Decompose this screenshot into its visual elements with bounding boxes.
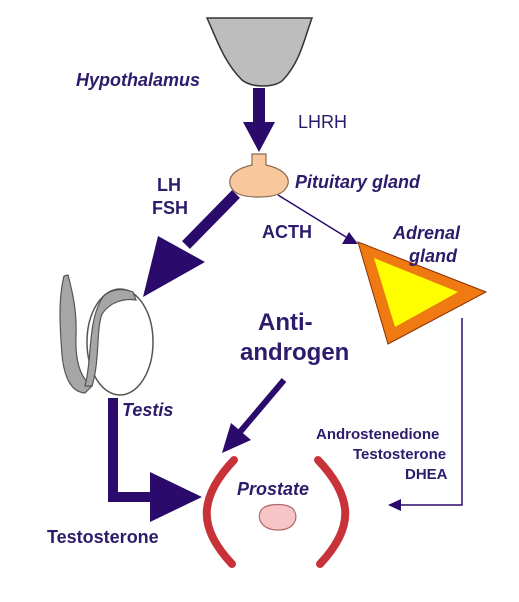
fsh-label: FSH <box>152 198 188 218</box>
androstenedione-label: Androstenedione <box>316 426 440 443</box>
adrenal-label-line1: Adrenal <box>393 223 461 243</box>
hypothalamus-shape <box>205 17 314 87</box>
prostate-core <box>258 503 297 531</box>
anti-androgen-arrow <box>222 378 287 453</box>
dhea-label: DHEA <box>405 466 448 483</box>
lh-fsh-arrow <box>143 190 240 297</box>
hypothalamus-label: Hypothalamus <box>76 70 201 90</box>
lhrh-label: LHRH <box>298 112 348 132</box>
adrenal-gland-shape <box>357 241 488 345</box>
prostate-left-bracket <box>202 456 238 568</box>
adrenal-hormones-arrow <box>388 318 463 511</box>
adrenal-testosterone-label: Testosterone <box>353 446 447 463</box>
anti-androgen-label-line2: androgen <box>240 339 350 366</box>
acth-label: ACTH <box>262 222 312 242</box>
prostate-right-bracket <box>314 456 350 568</box>
testis-label: Testis <box>122 400 174 420</box>
anti-androgen-label-line1: Anti- <box>258 309 313 336</box>
prostate-label: Prostate <box>237 479 310 499</box>
lhrh-arrow <box>243 88 275 152</box>
testis-shape <box>59 274 154 396</box>
acth-arrow <box>277 194 358 244</box>
lh-label: LH <box>157 175 181 195</box>
testosterone-label: Testosterone <box>47 527 159 547</box>
testosterone-arrow <box>108 398 202 522</box>
pituitary-shape <box>229 153 289 198</box>
pituitary-label: Pituitary gland <box>295 172 421 192</box>
adrenal-label-line2: gland <box>409 246 457 266</box>
